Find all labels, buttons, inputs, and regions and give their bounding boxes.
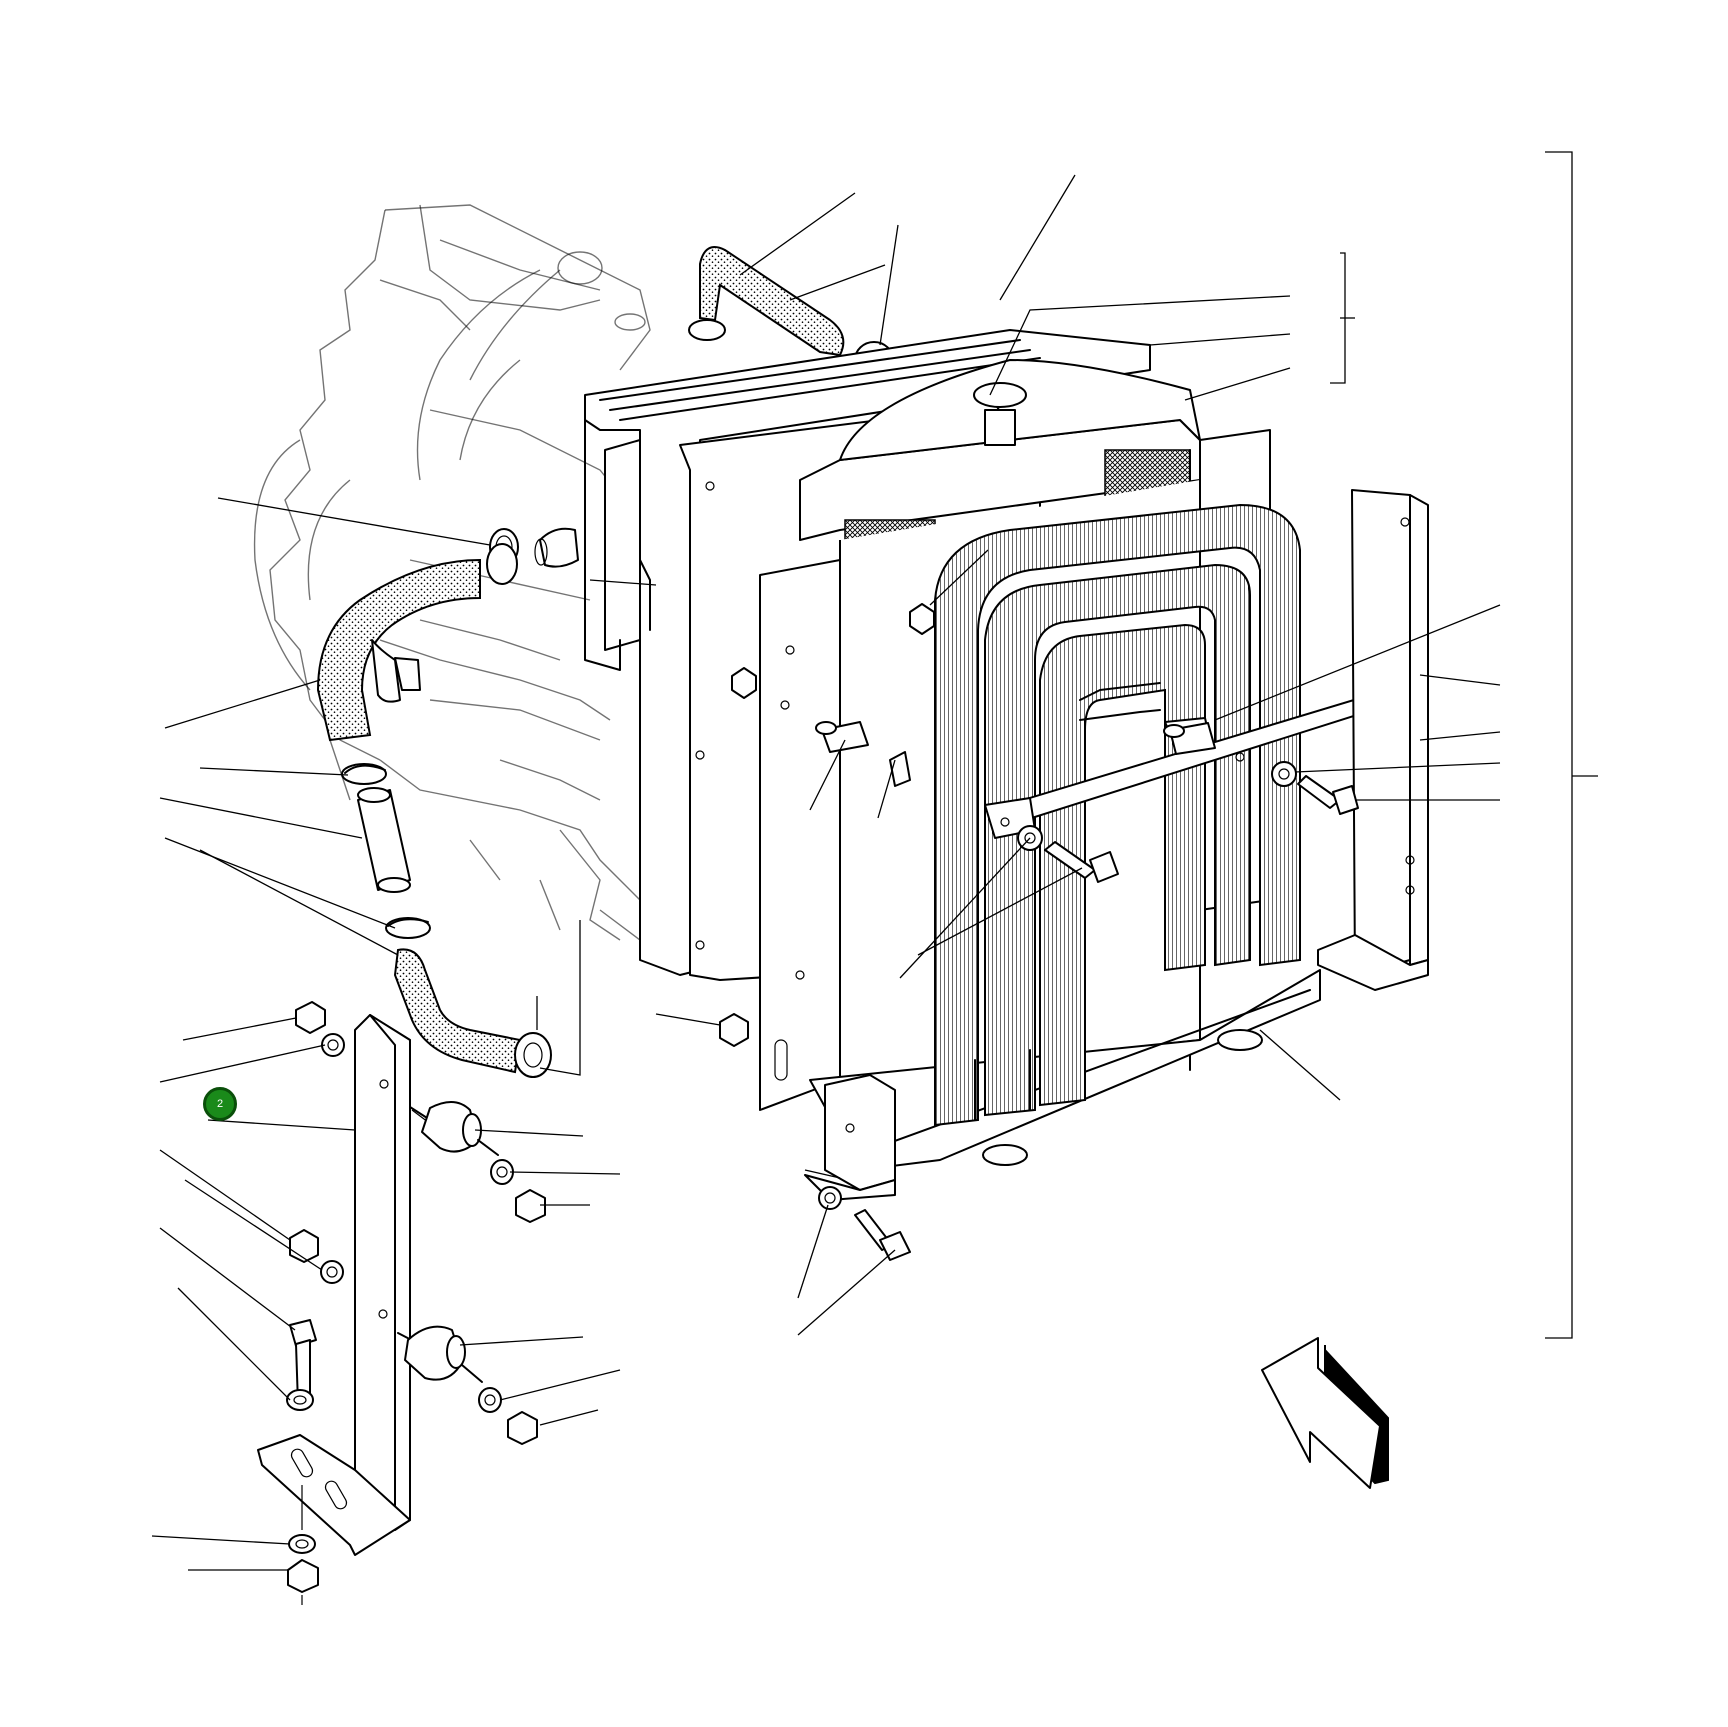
- direction-arrow-icon: [1261, 1337, 1389, 1489]
- pipe-section: [357, 787, 411, 893]
- rubber-mount-upper: [409, 1101, 499, 1156]
- leader-lines: [151, 151, 1598, 1571]
- rubber-mount-lower: [397, 1325, 483, 1383]
- bottom-left-hose: [393, 948, 552, 1078]
- spacer-sleeves: [815, 721, 1216, 787]
- lower-left-hose: [316, 558, 481, 742]
- callout-badge-2[interactable]: 2: [203, 1087, 237, 1121]
- hose-clamp-1: [341, 763, 387, 785]
- oil-cooler-coil: [934, 503, 1301, 1127]
- hose-clamp-2: [385, 917, 431, 939]
- lower-mount-bracket: [804, 1074, 896, 1201]
- fasteners: [286, 543, 1359, 1605]
- radiator-side-plate: [759, 559, 841, 1111]
- right-support-bracket: [1317, 489, 1429, 991]
- left-support-bracket: [257, 1014, 411, 1556]
